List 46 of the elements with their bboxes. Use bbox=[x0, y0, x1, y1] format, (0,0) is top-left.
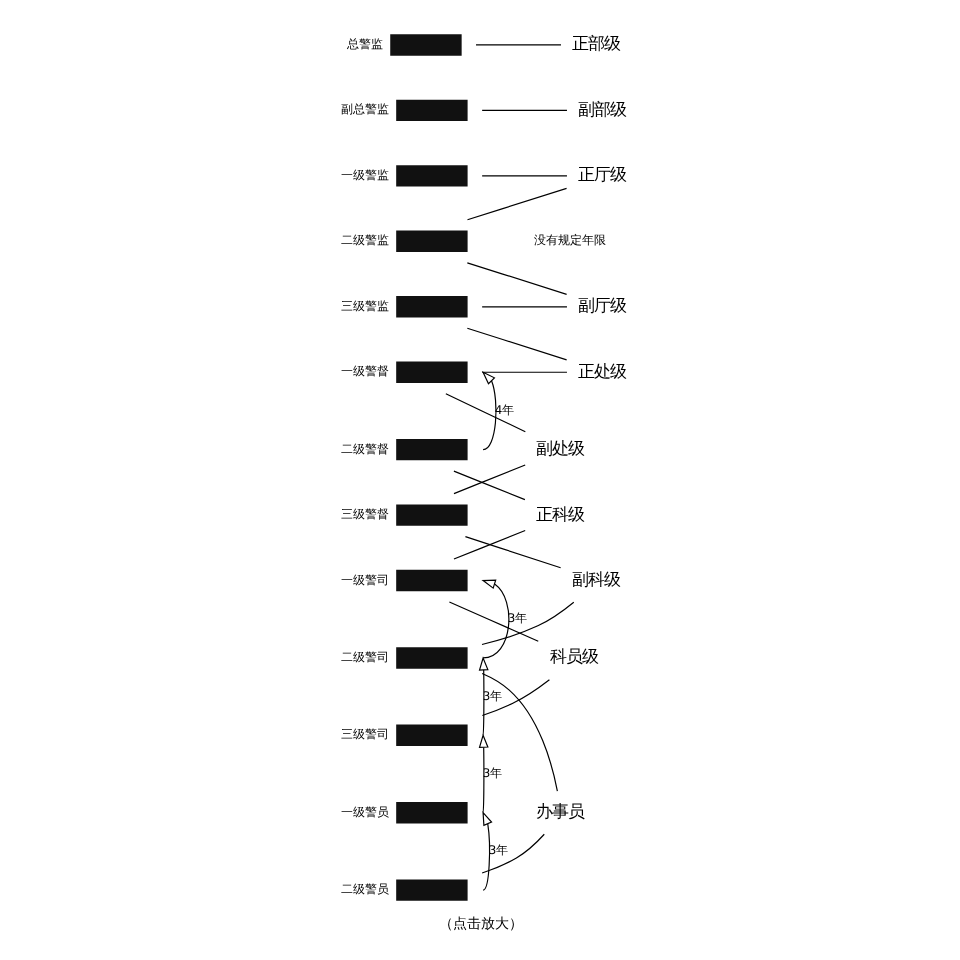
connector bbox=[480, 175, 567, 177]
node-text: 副处级 bbox=[535, 438, 584, 459]
connector bbox=[480, 371, 567, 373]
node-box bbox=[395, 569, 467, 592]
node-text: 副厅级 bbox=[577, 295, 626, 316]
node-box bbox=[395, 724, 467, 747]
node-text: 办事员 bbox=[535, 801, 584, 822]
arrow bbox=[477, 733, 488, 814]
node-text: 正处级 bbox=[577, 360, 626, 381]
node-text: 副科级 bbox=[571, 568, 620, 589]
arrow bbox=[480, 371, 496, 451]
arrow bbox=[477, 656, 488, 736]
arrow bbox=[481, 811, 492, 891]
node-text: 正科级 bbox=[535, 503, 584, 524]
node-box bbox=[395, 361, 467, 383]
connector bbox=[452, 529, 525, 560]
node-box bbox=[395, 165, 467, 187]
node-box bbox=[395, 438, 467, 461]
node-box bbox=[395, 647, 467, 669]
connector bbox=[480, 672, 557, 792]
arrow bbox=[480, 579, 509, 659]
connector bbox=[444, 393, 525, 433]
connector bbox=[447, 601, 538, 642]
node-box bbox=[395, 504, 467, 526]
node-box bbox=[389, 34, 461, 56]
node-text: 正部级 bbox=[571, 33, 620, 54]
connector bbox=[480, 601, 574, 646]
node-text: 科员级 bbox=[548, 646, 597, 667]
connector bbox=[480, 306, 567, 308]
node-box bbox=[395, 879, 467, 901]
connector bbox=[452, 464, 525, 495]
connector bbox=[452, 470, 525, 501]
connector bbox=[474, 44, 561, 46]
node-box bbox=[395, 802, 467, 824]
node-text: 正厅级 bbox=[577, 164, 626, 185]
node-box bbox=[395, 230, 467, 253]
connector bbox=[480, 109, 567, 111]
connector bbox=[480, 833, 544, 874]
connector bbox=[465, 187, 567, 221]
node-box bbox=[395, 296, 467, 318]
connector bbox=[465, 327, 567, 361]
node-box bbox=[395, 99, 467, 122]
node-text: 副部级 bbox=[577, 98, 626, 119]
connector bbox=[465, 262, 567, 295]
connector bbox=[463, 536, 561, 569]
connector bbox=[480, 679, 549, 717]
